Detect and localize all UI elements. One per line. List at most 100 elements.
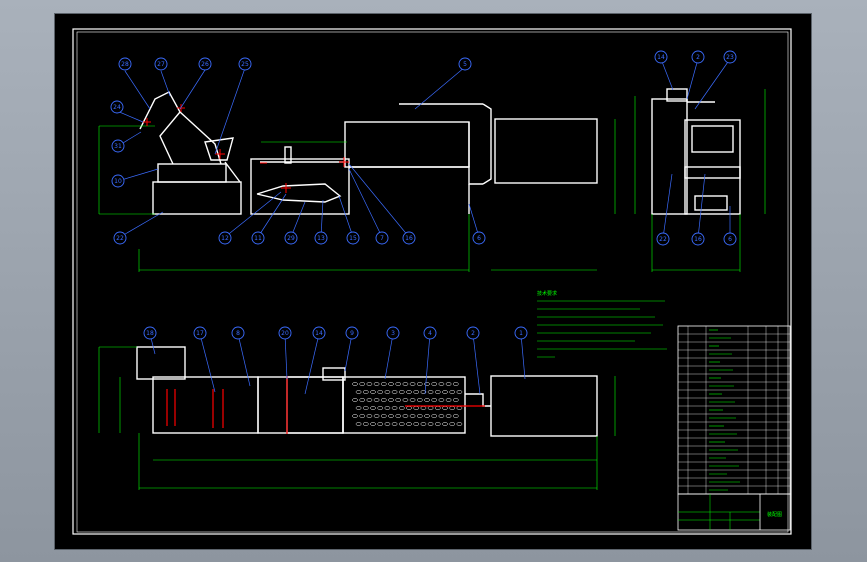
plan-flange	[322, 367, 346, 381]
plan-feeder-box	[152, 376, 259, 434]
balloon-plan_view-4: 14	[312, 326, 326, 340]
drive-box	[157, 163, 227, 183]
balloon-top_view-2: 26	[198, 57, 212, 71]
balloon-number: 5	[463, 61, 467, 68]
balloon-number: 18	[146, 330, 154, 337]
assembly-drawing: 技术要求	[72, 28, 792, 535]
balloon-number: 27	[157, 61, 165, 68]
chamber-window	[691, 125, 734, 153]
balloon-side_view-3: 22	[656, 232, 670, 246]
plan-shaker	[257, 376, 344, 434]
notes-title: 技术要求	[537, 290, 557, 297]
title-block-label: 装配图	[767, 511, 782, 518]
balloon-number: 17	[196, 330, 204, 337]
feed-hopper	[204, 137, 234, 161]
parts-list	[677, 325, 791, 495]
balloon-plan_view-5: 9	[345, 326, 359, 340]
technical-notes: 技术要求	[537, 290, 667, 358]
balloon-plan_view-7: 4	[423, 326, 437, 340]
balloon-top_view-10: 22	[113, 231, 127, 245]
balloon-top_view-16: 6	[472, 231, 486, 245]
balloon-number: 28	[121, 61, 129, 68]
plan-dimensions	[98, 346, 616, 490]
title-block: 装配图	[677, 493, 791, 531]
plan-connector	[465, 393, 491, 407]
balloon-number: 29	[287, 235, 295, 242]
balloon-number: 14	[657, 54, 665, 61]
balloon-plan_view-0: 18	[143, 326, 157, 340]
balloon-top_view-11: 29	[284, 231, 298, 245]
balloon-plan_view-9: 1	[514, 326, 528, 340]
shaker-post	[284, 146, 292, 164]
oven-base	[349, 166, 483, 185]
front-view-leaders	[116, 66, 480, 238]
shaker-pan	[256, 183, 342, 203]
balloon-plan_view-2: 8	[231, 326, 245, 340]
side-motor	[666, 88, 688, 102]
balloon-side_view-5: 6	[723, 232, 737, 246]
side-chamber	[684, 119, 741, 179]
balloon-number: 24	[113, 104, 121, 111]
side-view-dimensions	[634, 89, 766, 272]
balloon-top_view-8: 12	[218, 231, 232, 245]
balloon-top_view-13: 15	[346, 231, 360, 245]
balloon-number: 22	[659, 236, 667, 243]
balloon-side_view-2: 23	[723, 50, 737, 64]
balloon-number: 2	[471, 330, 475, 337]
balloon-number: 22	[116, 235, 124, 242]
outer-frame	[72, 28, 792, 535]
front-elevation-view	[139, 91, 598, 215]
base-frame-left	[152, 181, 242, 215]
balloon-side_view-4: 16	[691, 232, 705, 246]
plan-view-leaders	[149, 333, 526, 395]
front-view-dimensions	[98, 119, 616, 272]
balloon-number: 16	[694, 236, 702, 243]
plan-hopper	[136, 346, 186, 380]
balloon-plan_view-3: 20	[278, 326, 292, 340]
balloon-number: 7	[380, 235, 384, 242]
balloon-top_view-15: 16	[402, 231, 416, 245]
lift-arm	[139, 91, 181, 165]
plan-shaker-inner	[286, 376, 344, 434]
balloon-top_view-4: 5	[458, 57, 472, 71]
oven-bead-pattern	[352, 382, 463, 426]
notes-lines	[537, 300, 667, 358]
balloon-top_view-6: 31	[111, 139, 125, 153]
balloon-number: 11	[254, 235, 262, 242]
balloon-top_view-7: 10	[111, 174, 125, 188]
exhaust-elbow	[482, 103, 492, 185]
balloon-side_view-1: 2	[691, 50, 705, 64]
side-inspection-door	[694, 195, 728, 211]
balloon-number: 6	[477, 235, 481, 242]
boom-arm	[179, 111, 222, 165]
balloon-number: 31	[114, 143, 122, 150]
balloon-number: 12	[221, 235, 229, 242]
balloon-number: 25	[241, 61, 249, 68]
balloon-plan_view-1: 17	[193, 326, 207, 340]
balloon-top_view-12: 13	[314, 231, 328, 245]
side-elevation-view	[651, 88, 741, 215]
balloon-number: 14	[315, 330, 323, 337]
balloon-top_view-14: 7	[375, 231, 389, 245]
balloon-top_view-3: 25	[238, 57, 252, 71]
balloon-top_view-0: 28	[118, 57, 132, 71]
inner-frame	[76, 31, 789, 533]
balloon-plan_view-8: 2	[466, 326, 480, 340]
balloon-number: 20	[281, 330, 289, 337]
balloon-number: 23	[726, 54, 734, 61]
balloon-number: 8	[236, 330, 240, 337]
balloon-number: 4	[428, 330, 432, 337]
balloon-number: 10	[114, 178, 122, 185]
drawing-sheet: 技术要求	[55, 14, 811, 549]
balloon-number: 2	[696, 54, 700, 61]
hopper-leg	[224, 161, 241, 183]
balloon-side_view-0: 14	[654, 50, 668, 64]
side-view-leaders	[660, 58, 731, 239]
balloon-number: 26	[201, 61, 209, 68]
oven-body	[344, 121, 470, 168]
balloon-top_view-5: 24	[110, 100, 124, 114]
balloon-number: 9	[350, 330, 354, 337]
side-housing	[651, 98, 688, 215]
balloon-number: 1	[519, 330, 523, 337]
